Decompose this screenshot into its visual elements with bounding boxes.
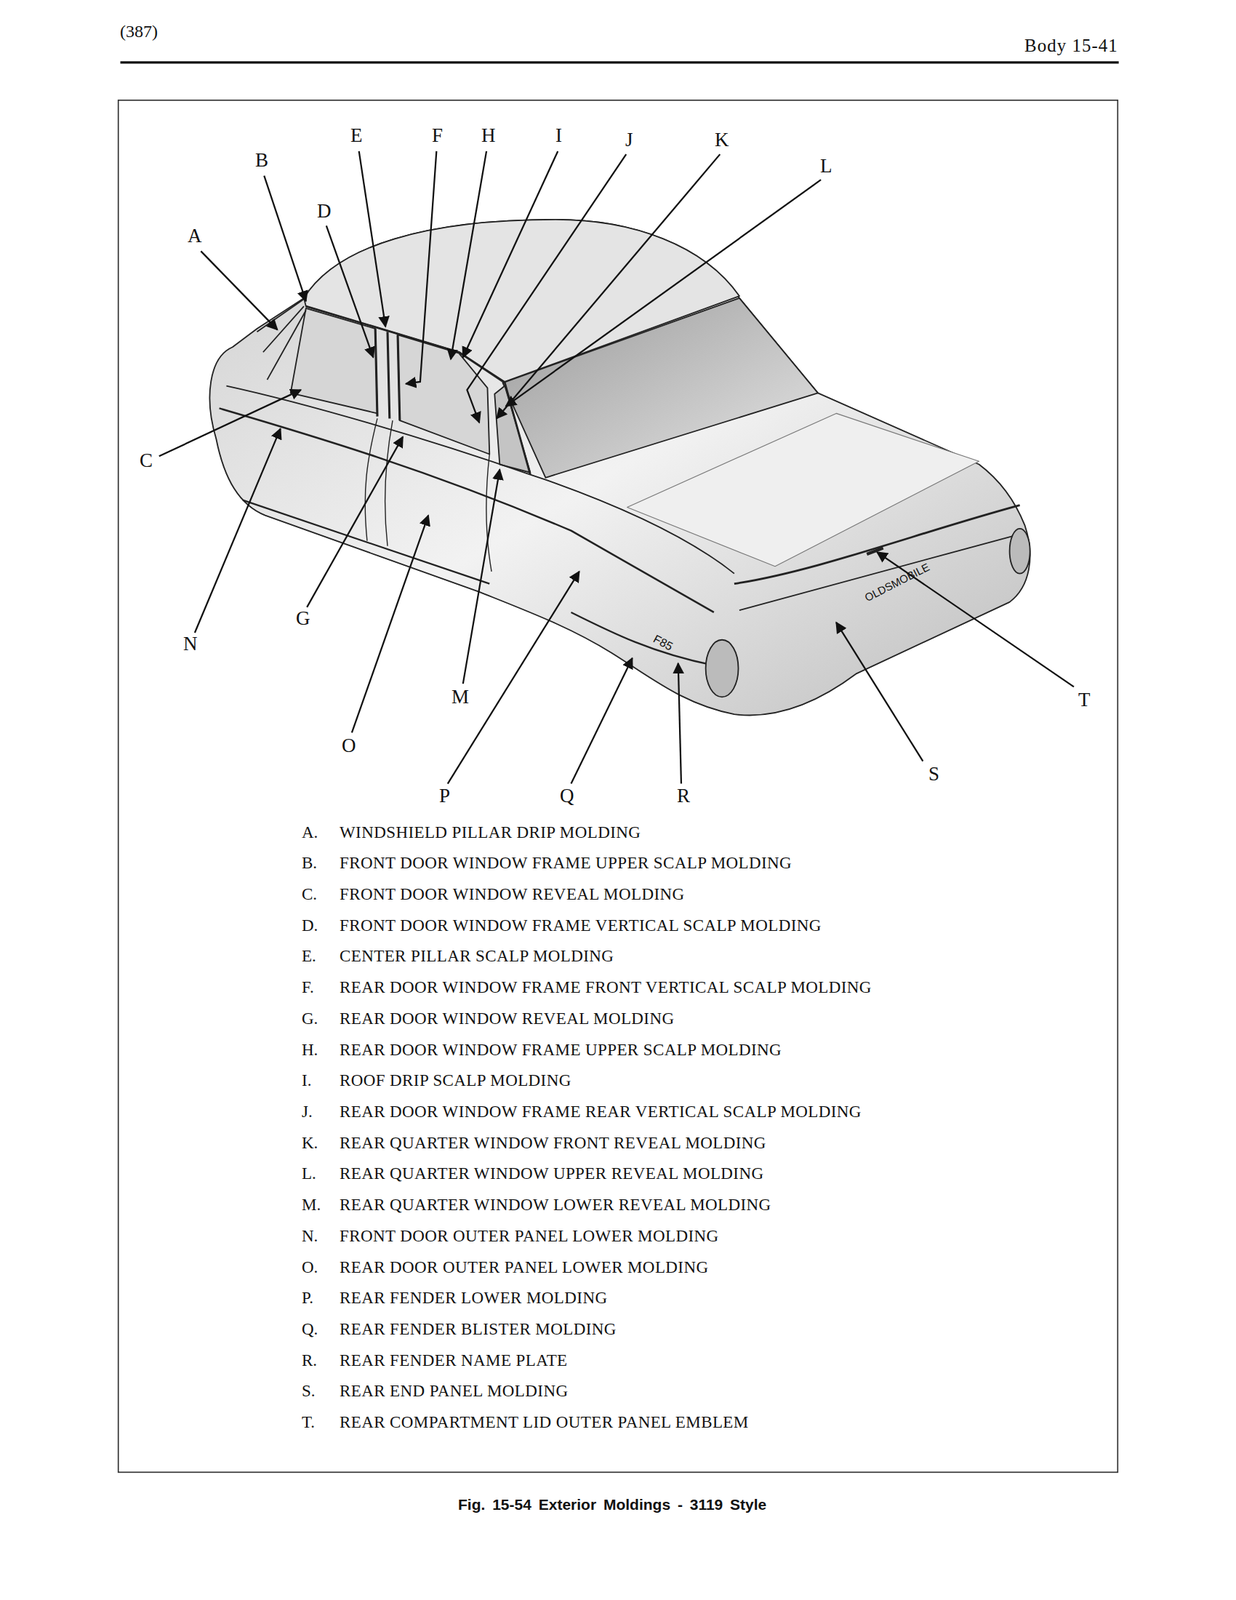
callout-letter: Q: [559, 784, 575, 808]
callout-letter: S: [928, 762, 940, 786]
list-letter: Q.: [301, 1319, 318, 1339]
page-number: (387): [119, 21, 158, 43]
callout-letter: D: [316, 199, 332, 223]
callout-letter: R: [676, 784, 690, 808]
callout-letter: T: [1078, 688, 1091, 712]
car-body: [210, 219, 1031, 716]
callout-letter: P: [439, 784, 451, 808]
list-letter: B.: [301, 853, 317, 873]
callout-letter: I: [555, 124, 563, 147]
callout-letter: E: [350, 124, 363, 147]
list-letter: C.: [301, 884, 317, 904]
part-name: REAR FENDER NAME PLATE: [339, 1350, 568, 1370]
list-letter: E.: [301, 946, 317, 966]
part-name: WINDSHIELD PILLAR DRIP MOLDING: [339, 823, 641, 842]
list-letter: R.: [301, 1350, 317, 1370]
figure-caption: Fig. 15-54 Exterior Moldings - 3119 Styl…: [458, 1495, 767, 1514]
list-letter: J.: [301, 1102, 313, 1122]
callout-letter: H: [481, 124, 496, 147]
list-letter: F.: [301, 977, 315, 997]
list-letter: T.: [301, 1412, 315, 1432]
part-name: REAR DOOR WINDOW REVEAL MOLDING: [339, 1009, 674, 1029]
callout-letter: C: [139, 449, 153, 472]
list-letter: G.: [301, 1009, 318, 1029]
callout-letter: M: [451, 685, 469, 709]
part-name: REAR COMPARTMENT LID OUTER PANEL EMBLEM: [339, 1412, 749, 1432]
part-name: REAR END PANEL MOLDING: [339, 1381, 568, 1401]
list-letter: I.: [301, 1070, 312, 1090]
list-letter: P.: [301, 1288, 314, 1308]
part-name: REAR DOOR WINDOW FRAME UPPER SCALP MOLDI…: [339, 1040, 782, 1060]
part-name: REAR QUARTER WINDOW FRONT REVEAL MOLDING: [339, 1133, 767, 1153]
part-name: REAR QUARTER WINDOW UPPER REVEAL MOLDING: [339, 1164, 764, 1183]
list-letter: K.: [301, 1133, 318, 1153]
callout-letter: G: [295, 607, 311, 630]
callout-letter: O: [341, 734, 357, 757]
callout-letter: A: [187, 224, 203, 248]
part-name: FRONT DOOR WINDOW FRAME VERTICAL SCALP M…: [339, 916, 822, 935]
part-name: REAR FENDER BLISTER MOLDING: [339, 1319, 617, 1339]
list-letter: M.: [301, 1195, 321, 1215]
part-name: REAR QUARTER WINDOW LOWER REVEAL MOLDING: [339, 1195, 772, 1215]
part-name: FRONT DOOR WINDOW FRAME UPPER SCALP MOLD…: [339, 853, 792, 873]
figure-frame: [118, 100, 1119, 1473]
header-rule: [120, 61, 1119, 64]
list-letter: H.: [301, 1040, 318, 1060]
part-name: FRONT DOOR OUTER PANEL LOWER MOLDING: [339, 1226, 719, 1246]
part-name: REAR FENDER LOWER MOLDING: [339, 1288, 608, 1308]
callout-letter: F: [431, 124, 443, 147]
part-name: REAR DOOR WINDOW FRAME FRONT VERTICAL SC…: [339, 977, 872, 997]
callout-letter: J: [625, 128, 634, 152]
callout-letter: L: [820, 154, 833, 178]
list-letter: O.: [301, 1257, 318, 1277]
section-header: Body 15-41: [1024, 35, 1119, 57]
list-letter: N.: [301, 1226, 318, 1246]
leader-lines: [159, 151, 1074, 784]
part-name: ROOF DRIP SCALP MOLDING: [339, 1070, 572, 1090]
list-letter: L.: [301, 1164, 317, 1183]
part-name: FRONT DOOR WINDOW REVEAL MOLDING: [339, 884, 685, 904]
list-letter: A.: [301, 823, 318, 842]
callout-letter: K: [714, 128, 730, 152]
list-letter: S.: [301, 1381, 316, 1401]
part-name: CENTER PILLAR SCALP MOLDING: [339, 946, 614, 966]
part-name: REAR DOOR WINDOW FRAME REAR VERTICAL SCA…: [339, 1102, 862, 1122]
part-name: REAR DOOR OUTER PANEL LOWER MOLDING: [339, 1257, 709, 1277]
list-letter: D.: [301, 916, 318, 935]
callout-letter: N: [183, 632, 198, 656]
callout-letter: B: [255, 149, 269, 172]
